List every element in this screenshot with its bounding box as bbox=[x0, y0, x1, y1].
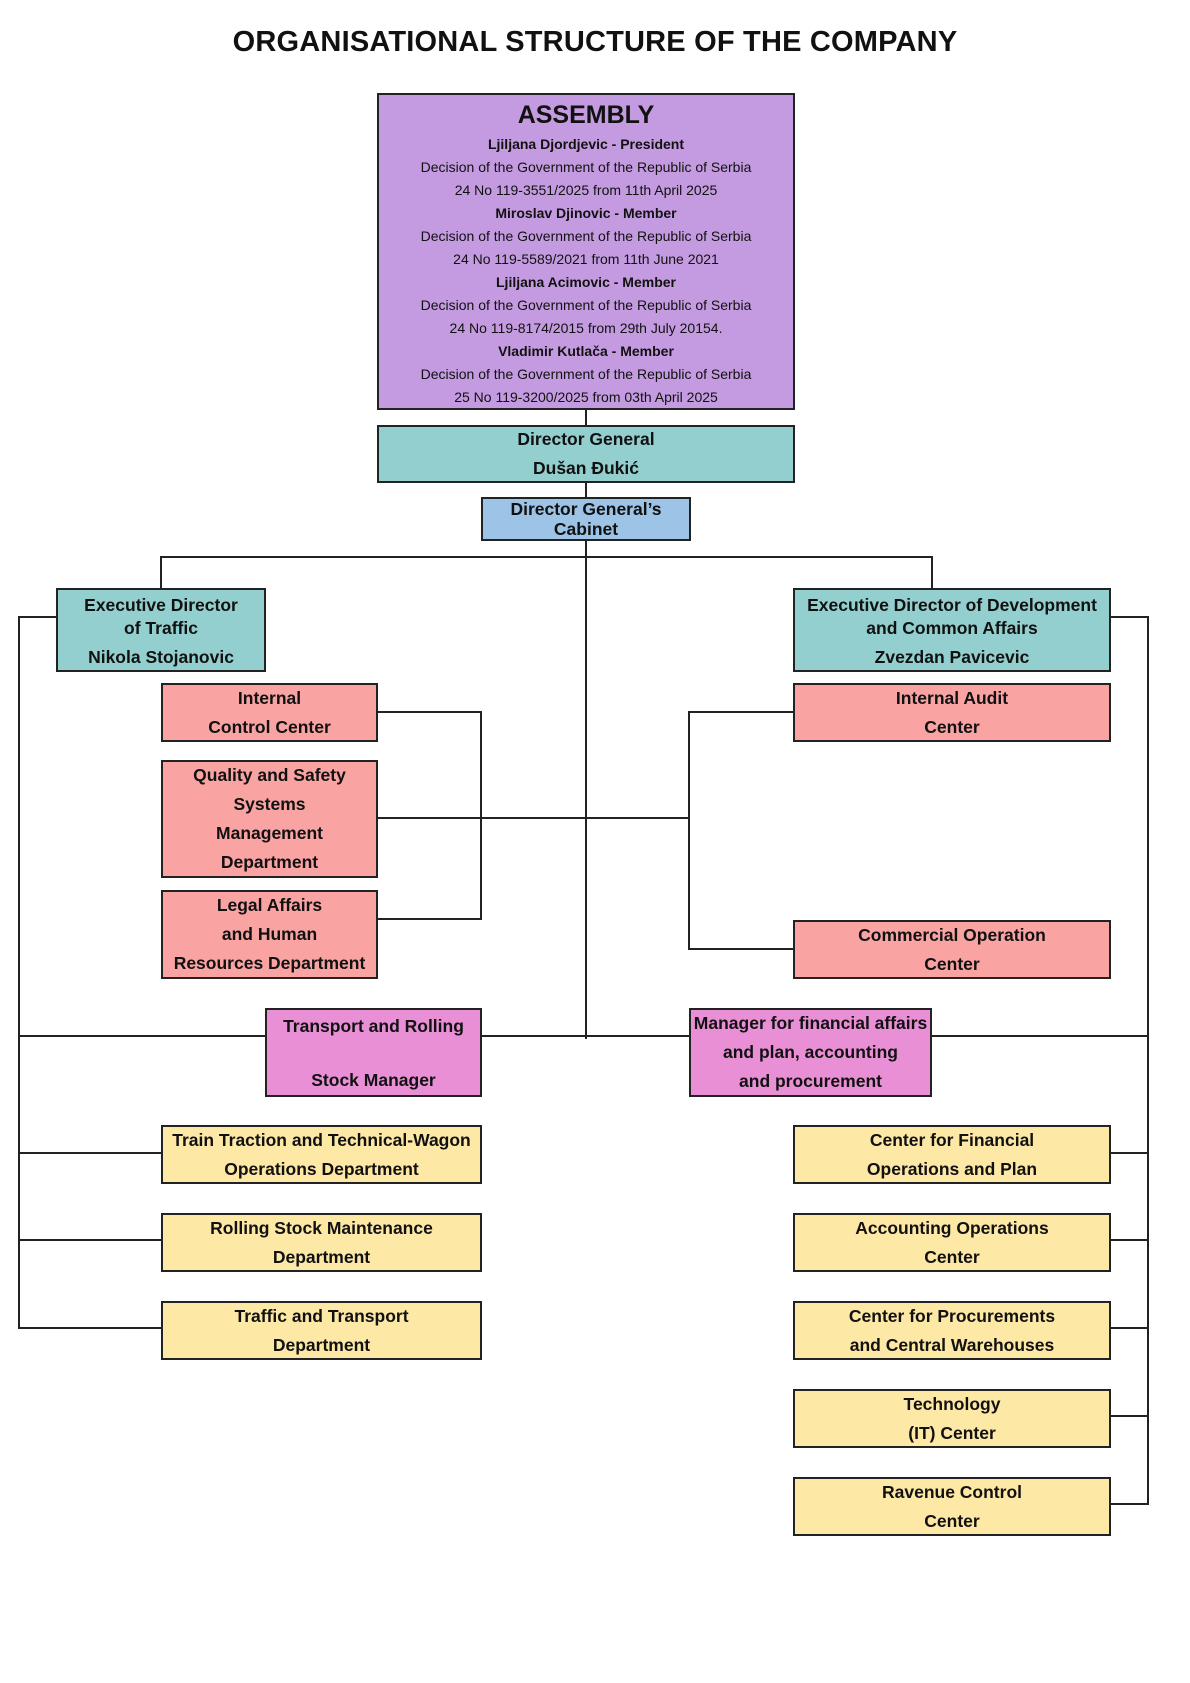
exec-dev-line1: Executive Director of Development bbox=[807, 595, 1097, 615]
executive-director-traffic-box: Executive Director of Traffic Nikola Sto… bbox=[56, 588, 266, 672]
dept-label-line1: Accounting Operations bbox=[855, 1217, 1049, 1238]
exec-dev-line2: and Common Affairs bbox=[866, 618, 1038, 638]
manager-label-line3: and procurement bbox=[739, 1071, 882, 1091]
page-title: ORGANISATIONAL STRUCTURE OF THE COMPANY bbox=[232, 26, 958, 58]
traffic-transport-department-box: Traffic and Transport Department bbox=[161, 1301, 482, 1360]
accounting-operations-center-box: Accounting Operations Center bbox=[793, 1213, 1111, 1272]
unit-label-line1: Commercial Operation bbox=[858, 924, 1046, 945]
member-reference: 24 No 119-3551/2025 from 11th April 2025 bbox=[454, 182, 718, 198]
procurements-warehouses-center-box: Center for Procurements and Central Ware… bbox=[793, 1301, 1111, 1360]
dept-label-line2: Department bbox=[272, 1334, 371, 1355]
dept-label-line1: Traffic and Transport bbox=[234, 1305, 409, 1326]
exec-traffic-line1: Executive Director bbox=[84, 595, 238, 615]
member-name: Ljiljana Djordjevic - President bbox=[487, 136, 685, 152]
dept-label-line1: Center for Financial bbox=[869, 1129, 1035, 1150]
unit-label-line1: Quality and Safety bbox=[193, 765, 346, 785]
unit-label-line1: Legal Affairs bbox=[216, 895, 323, 915]
dept-label-line2: Department bbox=[272, 1246, 371, 1267]
unit-label-line3: Management bbox=[216, 823, 323, 843]
revenue-control-center-box: Ravenue Control Center bbox=[793, 1477, 1111, 1536]
director-general-name: Dušan Đukić bbox=[533, 458, 639, 478]
member-reference: 24 No 119-8174/2015 from 29th July 20154… bbox=[449, 320, 723, 336]
member-decision: Decision of the Government of the Republ… bbox=[420, 297, 752, 313]
dept-label-line1: Train Traction and Technical-Wagon bbox=[172, 1129, 471, 1150]
dept-label-line2: (IT) Center bbox=[908, 1422, 996, 1443]
member-decision: Decision of the Government of the Republ… bbox=[420, 228, 752, 244]
exec-traffic-name: Nikola Stojanovic bbox=[88, 647, 234, 667]
unit-label-line2: and Human bbox=[221, 924, 318, 944]
unit-label-line3: Resources Department bbox=[173, 953, 366, 973]
dept-label-line1: Center for Procurements bbox=[848, 1305, 1056, 1326]
commercial-operation-center-box: Commercial Operation Center bbox=[793, 920, 1111, 979]
manager-label-line1: Manager for financial affairs bbox=[693, 1013, 928, 1033]
financial-affairs-manager-box: Manager for financial affairs and plan, … bbox=[689, 1008, 932, 1097]
member-name: Miroslav Djinovic - Member bbox=[495, 205, 677, 221]
member-reference: 25 No 119-3200/2025 from 03th April 2025 bbox=[454, 389, 718, 405]
internal-audit-center-box: Internal Audit Center bbox=[793, 683, 1111, 742]
internal-control-center-box: Internal Control Center bbox=[161, 683, 378, 742]
technology-it-center-box: Technology (IT) Center bbox=[793, 1389, 1111, 1448]
dept-label-line2: Operations and Plan bbox=[866, 1158, 1038, 1179]
unit-label-line2: Center bbox=[924, 953, 980, 974]
assembly-box: ASSEMBLY Ljiljana Djordjevic - President… bbox=[377, 93, 795, 410]
unit-label-line4: Department bbox=[220, 852, 319, 872]
exec-dev-name: Zvezdan Pavicevic bbox=[874, 647, 1030, 667]
member-decision: Decision of the Government of the Republ… bbox=[420, 159, 752, 175]
exec-traffic-line2: of Traffic bbox=[124, 618, 198, 638]
dept-label-line2: and Central Warehouses bbox=[849, 1334, 1055, 1355]
unit-label-line1: Internal Audit bbox=[895, 687, 1009, 708]
member-name: Ljiljana Acimovic - Member bbox=[496, 274, 676, 290]
dept-label-line1: Technology bbox=[903, 1393, 1001, 1414]
member-reference: 24 No 119-5589/2021 from 11th June 2021 bbox=[453, 251, 719, 267]
unit-label-line2: Center bbox=[924, 716, 980, 737]
dept-label-line2: Center bbox=[924, 1510, 980, 1531]
dept-label-line2: Operations Department bbox=[224, 1158, 419, 1179]
transport-rolling-stock-manager-box: Transport and Rolling Stock Manager bbox=[265, 1008, 482, 1097]
manager-label-line1: Transport and Rolling bbox=[283, 1016, 464, 1036]
cabinet-label-line1: Director General’s bbox=[510, 499, 662, 519]
dept-label-line1: Rolling Stock Maintenance bbox=[210, 1217, 433, 1238]
train-traction-department-box: Train Traction and Technical-Wagon Opera… bbox=[161, 1125, 482, 1184]
quality-safety-department-box: Quality and Safety Systems Management De… bbox=[161, 760, 378, 878]
dept-label-line1: Ravenue Control bbox=[881, 1481, 1023, 1502]
cabinet-label-line2: Cabinet bbox=[553, 519, 619, 539]
cabinet-box: Director General’s Cabinet bbox=[481, 497, 691, 541]
director-general-box: Director General Dušan Đukić bbox=[377, 425, 795, 483]
executive-director-development-box: Executive Director of Development and Co… bbox=[793, 588, 1111, 672]
financial-operations-center-box: Center for Financial Operations and Plan bbox=[793, 1125, 1111, 1184]
unit-label-line2: Control Center bbox=[208, 716, 331, 737]
manager-label-line2: and plan, accounting bbox=[722, 1042, 898, 1062]
unit-label-line1: Internal bbox=[237, 687, 302, 708]
member-decision: Decision of the Government of the Republ… bbox=[420, 366, 752, 382]
manager-label-line2: Stock Manager bbox=[311, 1070, 436, 1090]
dept-label-line2: Center bbox=[924, 1246, 980, 1267]
unit-label-line2: Systems bbox=[233, 794, 306, 814]
assembly-heading: ASSEMBLY bbox=[517, 101, 655, 129]
director-general-title: Director General bbox=[517, 429, 655, 449]
legal-affairs-hr-department-box: Legal Affairs and Human Resources Depart… bbox=[161, 890, 378, 979]
rolling-stock-maintenance-department-box: Rolling Stock Maintenance Department bbox=[161, 1213, 482, 1272]
member-name: Vladimir Kutlača - Member bbox=[498, 343, 674, 359]
